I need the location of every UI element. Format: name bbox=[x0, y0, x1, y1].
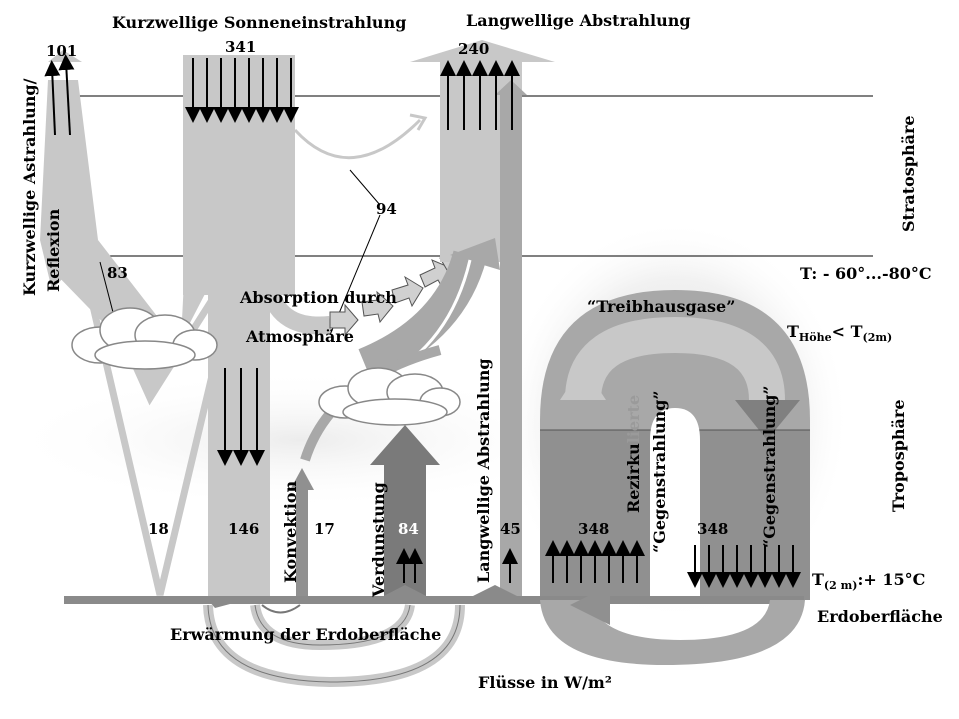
shortwave-reflection-label-1: Kurzwellige Astrahlung/ bbox=[20, 78, 39, 296]
shortwave-reflection-label-2: Reflexion bbox=[44, 208, 63, 292]
reflected-arrow-0 bbox=[44, 60, 61, 136]
ground-arrow-1 bbox=[208, 600, 230, 608]
leader-94-a bbox=[349, 169, 381, 206]
value-incoming: 341 bbox=[225, 38, 257, 56]
fluxes-unit-label: Flüsse in W/m² bbox=[478, 673, 612, 692]
outgoing-arrowhead bbox=[410, 40, 555, 62]
shortwave-in-heading: Kurzwellige Sonneneinstrahlung bbox=[112, 13, 407, 32]
value-up-surface: 348 bbox=[578, 520, 610, 538]
cloud-middle bbox=[318, 367, 461, 426]
latent-heat-swoosh bbox=[358, 250, 487, 381]
value-reflected: 101 bbox=[46, 42, 78, 60]
window-column bbox=[500, 95, 522, 600]
counter-radiation-label-2: “Gegenstrahlung” bbox=[760, 385, 779, 548]
dome-gap bbox=[650, 408, 700, 600]
cloud-left bbox=[71, 307, 218, 370]
surface-temp: T(2 m):+ 15°C bbox=[812, 570, 926, 593]
counter-radiation-label-1: “Gegenstrahlung” bbox=[650, 390, 669, 553]
convection-loop bbox=[261, 604, 301, 614]
surface-warming-label: Erwärmung der Erdoberfläche bbox=[170, 625, 442, 644]
surface-reflection-v bbox=[76, 249, 234, 596]
evaporation-label: Verdunstung bbox=[369, 482, 388, 597]
black-arrows bbox=[44, 54, 801, 588]
value-outgoing: 240 bbox=[458, 40, 490, 58]
absorption-arrows bbox=[329, 242, 471, 337]
longwave-surface-label: Langwellige Abstrahlung bbox=[474, 358, 493, 583]
incoming-column bbox=[183, 55, 295, 295]
ground-arrow-3 bbox=[465, 585, 525, 600]
value-back-radiation: 348 bbox=[697, 520, 729, 538]
recirculated-label: Rezirkulierte bbox=[624, 394, 643, 513]
absorption-label-1: Absorption durch bbox=[240, 288, 397, 307]
troposphere-label: Troposphäre bbox=[889, 399, 908, 512]
greenhouse-bottom-loop bbox=[540, 600, 805, 665]
convection-label: Konvektion bbox=[281, 480, 300, 583]
value-absorbed: 94 bbox=[376, 200, 397, 218]
stratosphere-absorption-arrow bbox=[293, 118, 422, 160]
value-convection: 17 bbox=[314, 520, 335, 538]
longwave-out-heading: Langwellige Abstrahlung bbox=[466, 11, 691, 30]
value-cloud-reflection: 83 bbox=[107, 264, 128, 282]
absorption-branch bbox=[261, 287, 331, 335]
value-surface-reflection: 18 bbox=[148, 520, 169, 538]
reflected-arrow-1 bbox=[58, 54, 75, 136]
greenhouse-gases-label: “Treibhausgase” bbox=[587, 297, 736, 316]
value-surface-absorbed: 146 bbox=[228, 520, 260, 538]
surface-label: Erdoberfläche bbox=[817, 607, 943, 626]
value-evaporation: 84 bbox=[398, 520, 419, 538]
convection-arrow bbox=[296, 488, 308, 600]
leader-83 bbox=[99, 261, 116, 321]
value-window: 45 bbox=[500, 520, 521, 538]
height-temp: THöhe< T(2m) bbox=[787, 322, 893, 345]
incoming-column-lower bbox=[208, 290, 270, 600]
stratosphere-label: Stratosphäre bbox=[899, 115, 918, 232]
tropopause-temp: T: - 60°...-80°C bbox=[800, 264, 932, 283]
absorption-label-2: Atmosphäre bbox=[246, 327, 354, 346]
ground-arrow-2 bbox=[376, 585, 434, 600]
